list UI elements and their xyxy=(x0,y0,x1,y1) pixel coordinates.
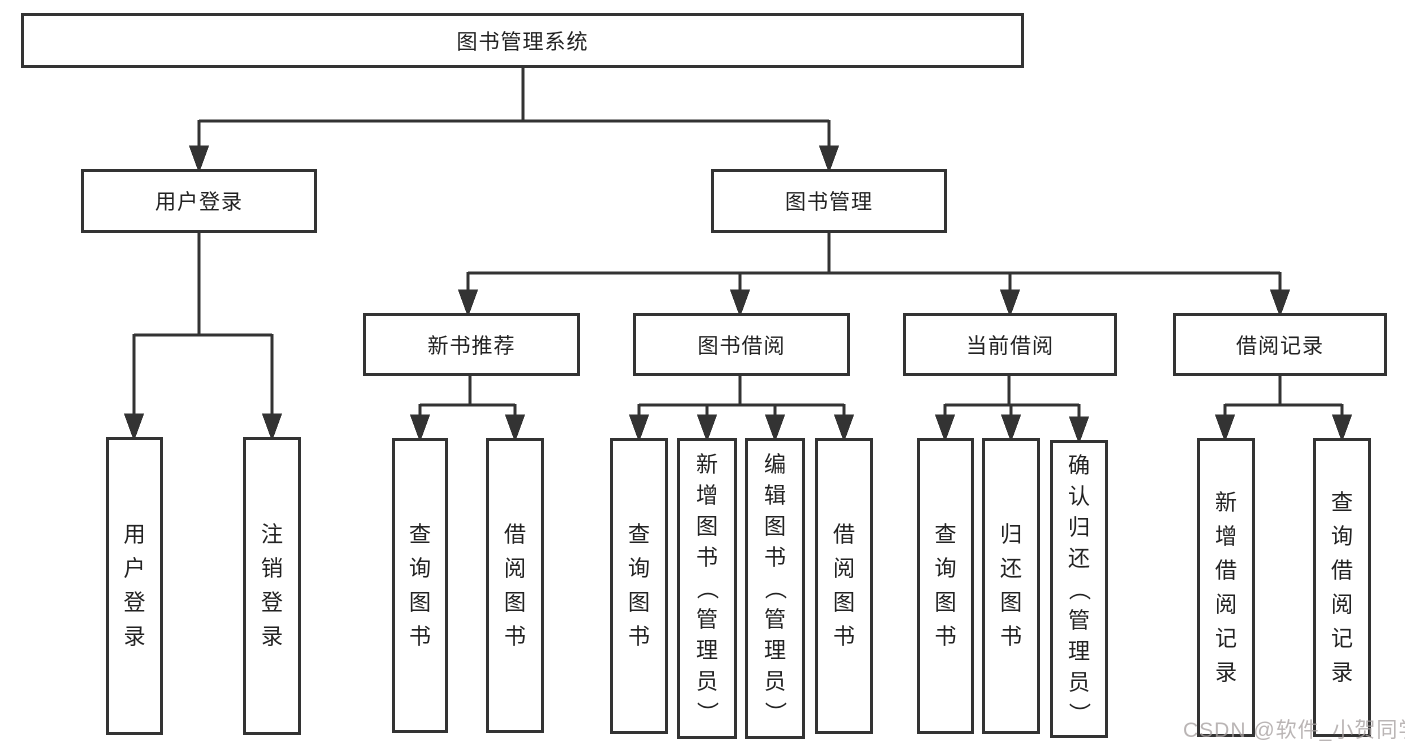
node-label: 借阅图书 xyxy=(832,522,855,649)
node-label: 用户登录 xyxy=(155,191,243,214)
leaf-query-books: 查询图书 xyxy=(610,438,668,734)
arrowhead xyxy=(764,414,786,443)
leaf-query-books: 查询图书 xyxy=(392,438,448,733)
leaf-user-login: 用户登录 xyxy=(106,437,163,735)
arrowhead xyxy=(1000,414,1022,443)
node-user-login: 用户登录 xyxy=(81,169,317,233)
csdn-watermark: CSDN @软件_小贺同学 xyxy=(1183,719,1405,742)
arrowhead xyxy=(934,414,956,443)
leaf-borrow-books: 借阅图书 xyxy=(815,438,873,734)
arrowhead xyxy=(696,414,718,443)
node-borrowing-records: 借阅记录 xyxy=(1173,313,1387,376)
node-label: 查询图书 xyxy=(408,521,431,649)
arrowhead xyxy=(1214,414,1236,443)
arrowhead xyxy=(1068,416,1090,445)
arrowhead xyxy=(409,414,431,443)
node-new-book-recommend: 新书推荐 xyxy=(363,313,580,376)
arrowhead xyxy=(188,145,210,174)
arrowhead xyxy=(261,413,283,442)
node-label: 查询图书 xyxy=(627,522,650,649)
leaf-borrow-books: 借阅图书 xyxy=(486,438,544,733)
arrowhead xyxy=(1331,414,1353,443)
arrowhead xyxy=(1269,289,1291,318)
arrowhead xyxy=(457,289,479,318)
node-current-borrowing: 当前借阅 xyxy=(903,313,1117,376)
node-label: 借阅图书 xyxy=(503,521,526,649)
node-label: 编辑图书（管理员） xyxy=(762,452,788,724)
arrowhead xyxy=(628,414,650,443)
leaf-query-books: 查询图书 xyxy=(917,438,974,734)
node-label: 查询图书 xyxy=(934,522,957,649)
leaf-edit-books-admin: 编辑图书（管理员） xyxy=(745,438,805,739)
leaf-return-books: 归还图书 xyxy=(982,438,1040,734)
node-label: 图书管理 xyxy=(785,191,873,214)
node-label: 图书借阅 xyxy=(697,334,786,358)
leaf-query-borrow-record: 查询借阅记录 xyxy=(1313,438,1371,737)
node-label: 新书推荐 xyxy=(427,334,516,358)
arrowhead xyxy=(729,289,751,318)
node-library-system: 图书管理系统 xyxy=(21,13,1024,68)
node-label: 用户登录 xyxy=(123,522,146,649)
node-label: 查询借阅记录 xyxy=(1330,489,1353,685)
leaf-confirm-return-admin: 确认归还（管理员） xyxy=(1050,440,1108,738)
node-label: 当前借阅 xyxy=(966,334,1054,358)
node-label: 归还图书 xyxy=(999,522,1022,649)
node-label: 确认归还（管理员） xyxy=(1066,452,1092,725)
arrowhead xyxy=(833,414,855,443)
node-book-borrowing: 图书借阅 xyxy=(633,313,850,376)
arrowhead xyxy=(999,289,1021,318)
node-label: 新增借阅记录 xyxy=(1214,489,1237,685)
node-label: 注销登录 xyxy=(260,522,283,649)
node-book-management: 图书管理 xyxy=(711,169,947,233)
node-label: 借阅记录 xyxy=(1236,334,1324,358)
leaf-add-books-admin: 新增图书（管理员） xyxy=(677,438,737,739)
arrowhead xyxy=(123,413,145,442)
arrowhead xyxy=(504,414,526,443)
leaf-add-borrow-record: 新增借阅记录 xyxy=(1197,438,1255,737)
arrowhead xyxy=(818,145,840,174)
node-label: 新增图书（管理员） xyxy=(694,452,720,724)
node-label: 图书管理系统 xyxy=(456,30,589,54)
leaf-logout: 注销登录 xyxy=(243,437,301,735)
